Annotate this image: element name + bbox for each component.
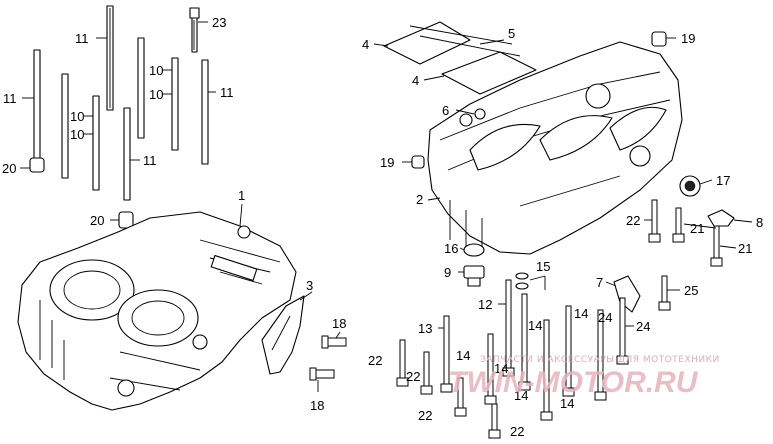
stud-11-d xyxy=(201,59,209,165)
callout-8: 8 xyxy=(756,215,763,230)
callout-1: 1 xyxy=(238,188,245,203)
dowel-20-a xyxy=(29,157,45,173)
callout-13: 13 xyxy=(418,321,432,336)
stud-11-c xyxy=(123,107,131,201)
callout-10-d: 10 xyxy=(70,127,84,142)
leader-lines xyxy=(20,21,753,392)
callout-21-b: 21 xyxy=(738,241,752,256)
stud-11-a xyxy=(106,5,114,111)
callout-17: 17 xyxy=(716,173,730,188)
upper-crankcase xyxy=(427,41,683,255)
callout-10-b: 10 xyxy=(149,87,163,102)
callout-23: 23 xyxy=(212,15,226,30)
breather-cover-3 xyxy=(261,295,305,375)
dowel-20-b xyxy=(118,211,134,229)
callout-18-b: 18 xyxy=(310,398,324,413)
callout-24-a: 24 xyxy=(598,310,612,325)
callout-14-d: 14 xyxy=(494,361,508,376)
oil-seal-17 xyxy=(679,175,701,197)
callout-18-a: 18 xyxy=(332,316,346,331)
bolt-18-b xyxy=(309,367,335,381)
stud-11-b xyxy=(33,49,41,163)
callout-4-b: 4 xyxy=(412,73,419,88)
callout-11-d: 11 xyxy=(143,153,157,168)
oil-plug-9 xyxy=(463,265,485,287)
callout-10-a: 10 xyxy=(149,63,163,78)
callout-15: 15 xyxy=(536,259,550,274)
stud-bolts-group xyxy=(29,5,209,229)
bolt-25 xyxy=(658,275,671,311)
callout-11-b: 11 xyxy=(3,91,17,106)
bolt-22-c xyxy=(420,351,433,395)
callout-20-b: 20 xyxy=(90,213,104,228)
stud-10-d xyxy=(92,95,100,191)
callout-22-c: 22 xyxy=(406,369,420,384)
stud-10-c xyxy=(61,73,69,179)
watermark: ЗАПЧАСТИ И АКСЕССУАРЫ ДЛЯ МОТОТЕХНИКИ TW… xyxy=(448,355,720,399)
callout-5: 5 xyxy=(508,26,515,41)
callout-22-a: 22 xyxy=(626,213,640,228)
callout-4-a: 4 xyxy=(362,37,369,52)
callout-14-c: 14 xyxy=(456,348,470,363)
bolt-22-d xyxy=(454,377,467,417)
callout-24-b: 24 xyxy=(636,319,650,334)
callout-22-d: 22 xyxy=(418,408,432,423)
callout-12: 12 xyxy=(478,297,492,312)
bolt-22-e xyxy=(488,403,501,439)
callout-11-a: 11 xyxy=(75,31,89,46)
bolt-22-a xyxy=(648,199,661,243)
bolt-21-b xyxy=(710,225,723,267)
bolt-14-a xyxy=(484,333,497,405)
lower-crankcase xyxy=(17,211,297,411)
callout-21-a: 21 xyxy=(690,221,704,236)
bolt-24-b xyxy=(616,297,629,365)
callout-9: 9 xyxy=(444,265,451,280)
callout-3: 3 xyxy=(306,278,313,293)
dowel-19-b xyxy=(411,155,425,169)
callout-2: 2 xyxy=(416,192,423,207)
watermark-logo: TWIN-MOTOR.RU xyxy=(448,366,699,399)
bolt-18-a xyxy=(321,335,347,349)
callout-14-a: 14 xyxy=(528,318,542,333)
callout-14-e: 14 xyxy=(514,388,528,403)
callout-14-b: 14 xyxy=(574,306,588,321)
callout-labels: 23 11 11 10 10 11 10 10 11 20 20 1 3 18 … xyxy=(2,15,763,439)
bolt-14-b xyxy=(518,293,531,391)
bolt-14-c xyxy=(540,319,553,421)
callout-20-a: 20 xyxy=(2,161,16,176)
bolt-21-a xyxy=(672,207,685,243)
washers-15 xyxy=(515,272,529,290)
callout-7: 7 xyxy=(596,275,603,290)
callout-22-b: 22 xyxy=(368,353,382,368)
crankcase-bolts xyxy=(396,199,723,439)
callout-6: 6 xyxy=(442,103,449,118)
bolt-22-b xyxy=(396,339,409,387)
separator-plate-4b xyxy=(441,51,537,95)
clamp-8 xyxy=(707,209,735,227)
callout-19-a: 19 xyxy=(681,31,695,46)
callout-10-c: 10 xyxy=(70,109,84,124)
dowel-19-a xyxy=(651,31,667,47)
stud-10-b xyxy=(171,57,179,151)
bolt-13 xyxy=(440,315,453,393)
callout-14-f: 14 xyxy=(560,396,574,411)
o-ring-16 xyxy=(463,243,485,257)
bolt-14-d xyxy=(562,305,575,397)
bracket-7 xyxy=(613,275,641,313)
bolt-12 xyxy=(502,279,515,377)
watermark-tagline: ЗАПЧАСТИ И АКСЕССУАРЫ ДЛЯ МОТОТЕХНИКИ xyxy=(480,355,720,365)
callout-22-e: 22 xyxy=(510,424,524,439)
stud-bolt-23 xyxy=(189,7,200,53)
callout-11-c: 11 xyxy=(220,85,234,100)
stud-10-a xyxy=(137,37,145,139)
bolt-24-a xyxy=(594,309,607,401)
callout-16: 16 xyxy=(444,241,458,256)
cap-6 xyxy=(474,108,486,120)
plate-5 xyxy=(409,25,521,57)
callout-25: 25 xyxy=(684,283,698,298)
callout-19-b: 19 xyxy=(380,155,394,170)
